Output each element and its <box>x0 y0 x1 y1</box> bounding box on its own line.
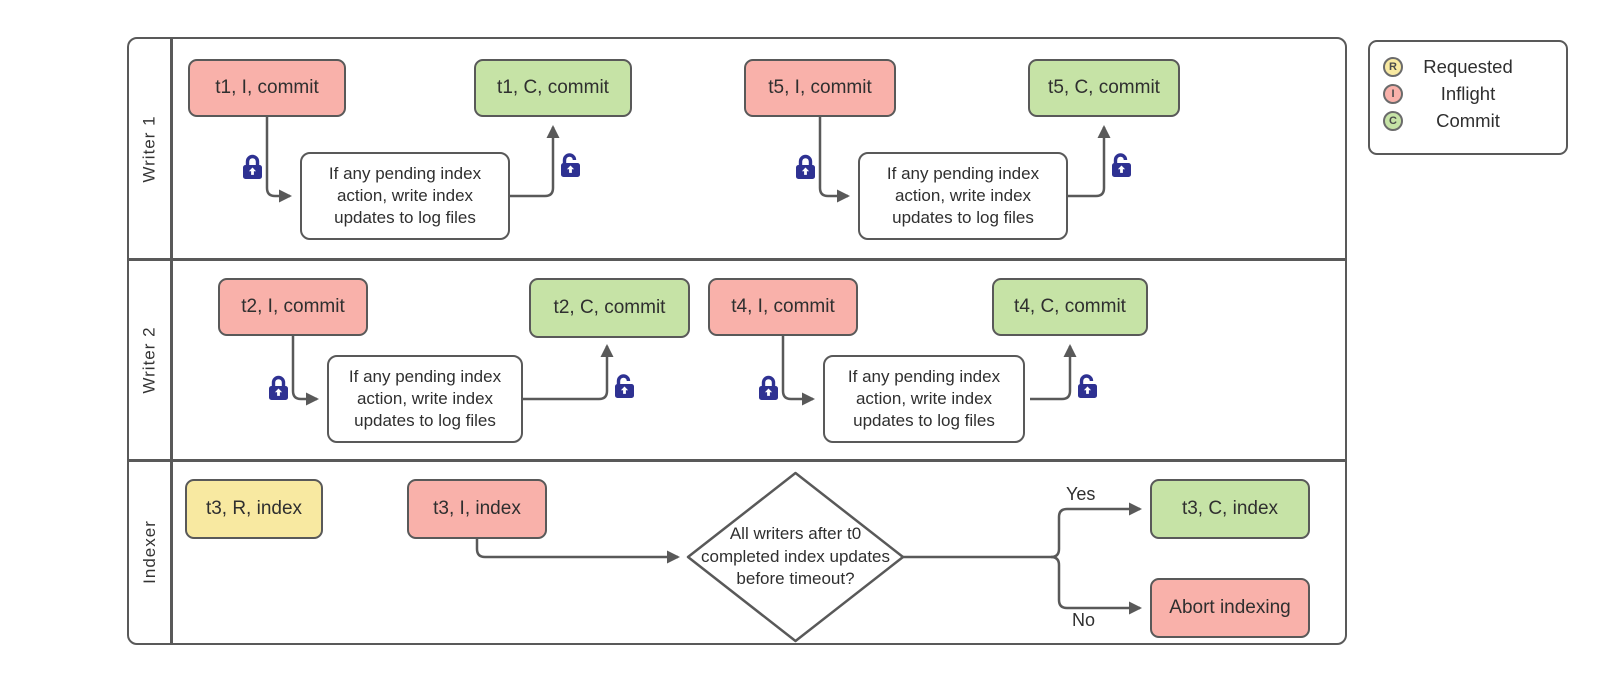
commit-badge-icon: C <box>1383 110 1403 131</box>
unlock-icon <box>1076 372 1099 405</box>
legend-item-commit: C Commit <box>1370 107 1566 134</box>
node-t2-inflight: t2, I, commit <box>218 278 368 336</box>
legend-requested-label: Requested <box>1423 55 1513 77</box>
inflight-badge-icon: I <box>1383 83 1403 104</box>
node-t1-inflight: t1, I, commit <box>188 59 346 117</box>
lane-label-divider <box>170 39 173 643</box>
swimlane-frame: Writer 1 Writer 2 Indexer <box>127 37 1347 645</box>
unlock-icon <box>559 151 582 184</box>
lock-icon <box>241 153 264 186</box>
node-t2-commit: t2, C, commit <box>529 278 690 338</box>
node-t4-inflight: t4, I, commit <box>708 278 858 336</box>
lane-separator-1 <box>129 258 1345 261</box>
node-t1-commit: t1, C, commit <box>474 59 632 117</box>
lane-writer-2: Writer 2 <box>129 260 170 459</box>
lane-separator-2 <box>129 459 1345 462</box>
lane-writer-1-label: Writer 1 <box>139 114 159 183</box>
process-box-1: If any pending index action, write index… <box>300 152 510 240</box>
process-box-2: If any pending index action, write index… <box>858 152 1068 240</box>
node-t4-commit: t4, C, commit <box>992 278 1148 336</box>
legend-item-requested: R Requested <box>1370 53 1566 80</box>
node-t5-commit: t5, C, commit <box>1028 59 1180 117</box>
no-label: No <box>1072 610 1096 630</box>
node-abort-indexing: Abort indexing <box>1150 578 1310 638</box>
node-t3-inflight: t3, I, index <box>407 479 547 539</box>
lock-icon <box>267 374 290 407</box>
unlock-icon <box>1110 151 1133 184</box>
unlock-icon <box>613 372 636 405</box>
legend-commit-label: Commit <box>1436 109 1500 131</box>
node-t3-commit: t3, C, index <box>1150 479 1310 539</box>
lane-writer-1: Writer 1 <box>129 39 170 258</box>
lock-icon <box>794 153 817 186</box>
lane-writer-2-label: Writer 2 <box>139 325 159 394</box>
yes-label: Yes <box>1066 484 1096 504</box>
legend-inflight-label: Inflight <box>1440 82 1496 104</box>
process-box-4: If any pending index action, write index… <box>823 355 1025 443</box>
legend-item-inflight: I Inflight <box>1370 80 1566 107</box>
node-t5-inflight: t5, I, commit <box>744 59 896 117</box>
legend: R Requested I Inflight C Commit <box>1368 40 1568 155</box>
process-box-3: If any pending index action, write index… <box>327 355 523 443</box>
lane-indexer: Indexer <box>129 461 170 642</box>
lock-icon <box>757 374 780 407</box>
requested-badge-icon: R <box>1383 56 1403 77</box>
lane-indexer-label: Indexer <box>139 519 159 584</box>
node-t3-requested: t3, R, index <box>185 479 323 539</box>
